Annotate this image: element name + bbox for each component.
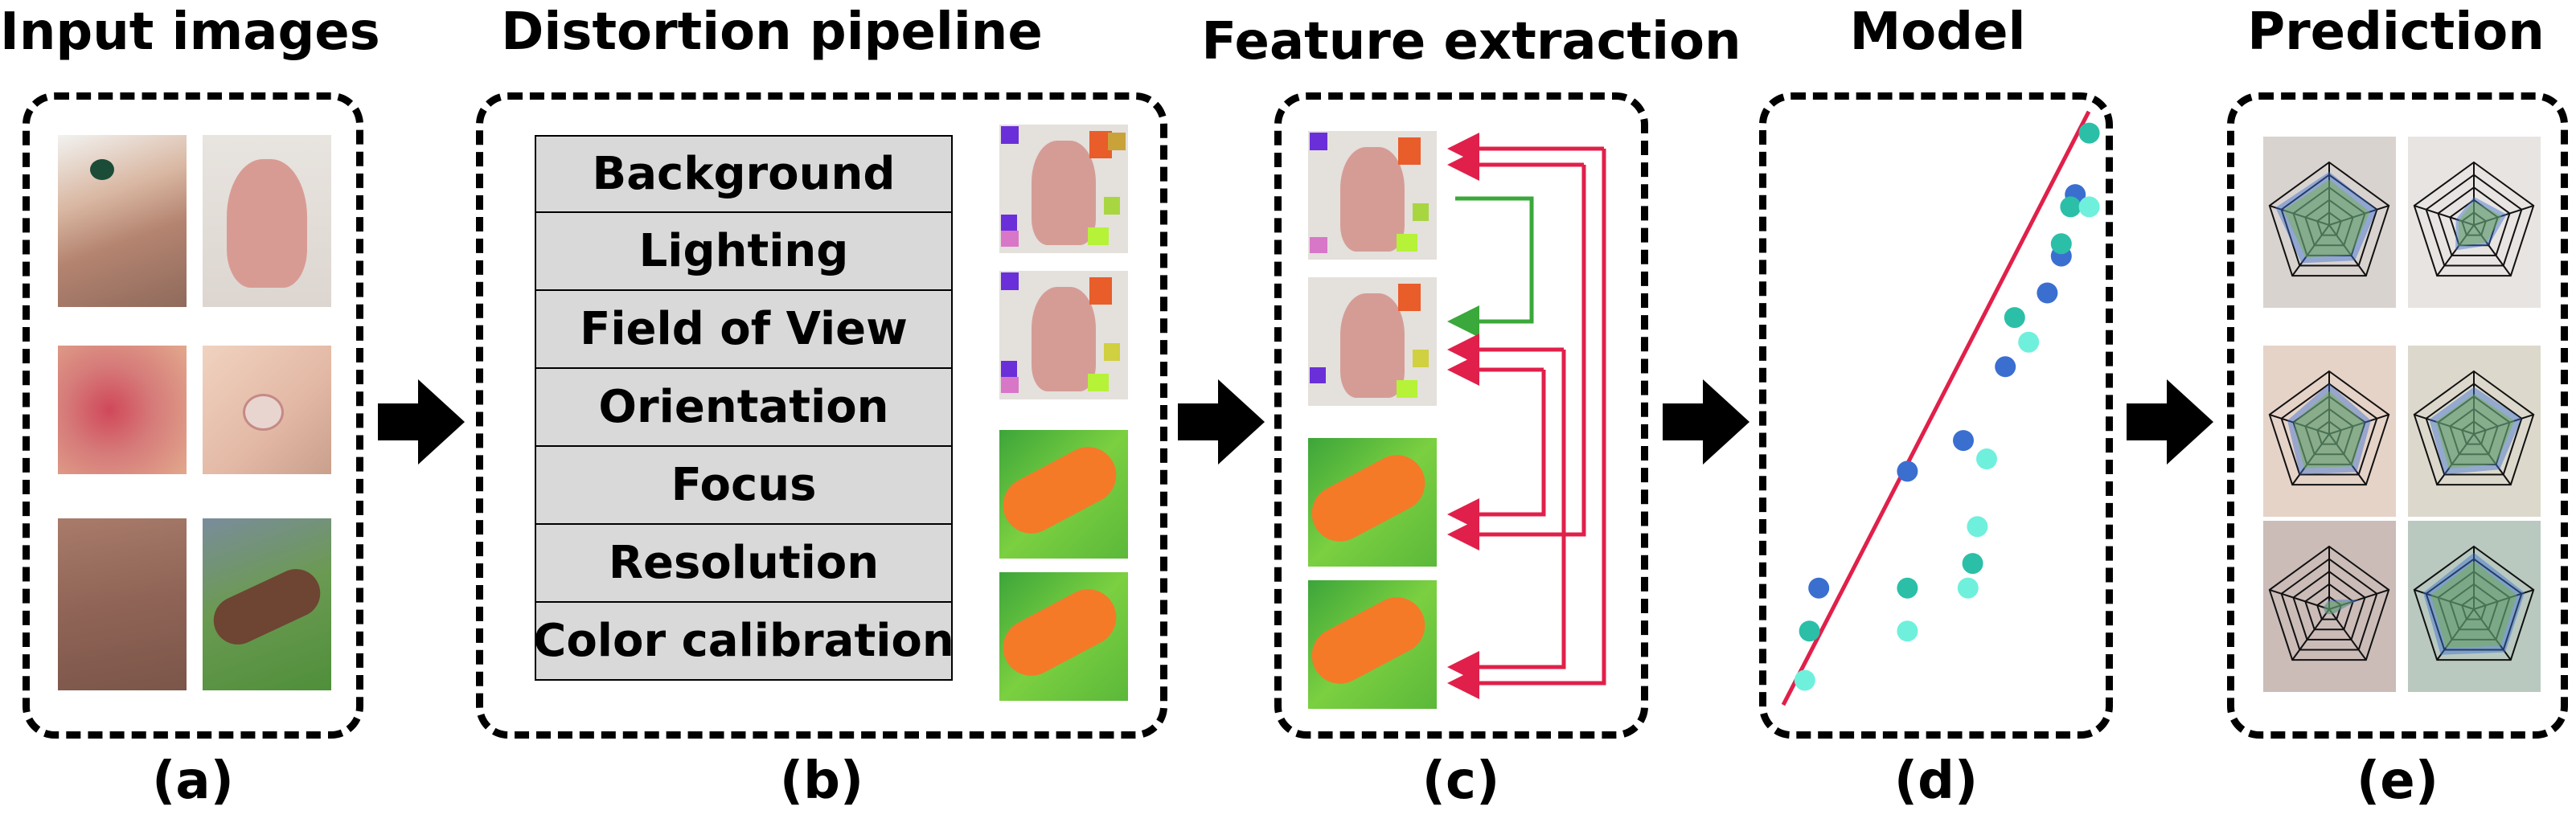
distortion-field-of-view: Field of View bbox=[535, 291, 953, 369]
scatter-point-blue bbox=[1808, 577, 1830, 599]
prediction-radar-1 bbox=[2263, 137, 2396, 308]
scatter-point-teal bbox=[2060, 196, 2082, 218]
scatter-point-teal bbox=[1897, 577, 1918, 599]
connector-red-1 bbox=[1447, 149, 1606, 699]
scatter-point-teal bbox=[2050, 233, 2072, 255]
fit-line bbox=[1781, 110, 2091, 706]
prediction-radar-5 bbox=[2263, 521, 2396, 692]
sublabel-e: (e) bbox=[2357, 751, 2439, 811]
feature-image-4 bbox=[1308, 580, 1437, 709]
input-image-lesion bbox=[203, 346, 331, 474]
feature-connectors bbox=[1447, 133, 1606, 699]
distortion-resolution: Resolution bbox=[535, 525, 953, 603]
feature-image-3 bbox=[1308, 438, 1437, 567]
connector-green bbox=[1447, 196, 1534, 338]
distortion-table: Background Lighting Field of View Orient… bbox=[533, 135, 954, 681]
scatter-point-teal bbox=[2004, 307, 2025, 329]
input-image-palm bbox=[203, 135, 331, 307]
distortion-background: Background bbox=[535, 135, 953, 213]
scatter-point-cyan bbox=[1897, 620, 1918, 642]
sublabel-b: (b) bbox=[779, 751, 864, 811]
flow-arrow-4 bbox=[2127, 379, 2213, 465]
scatter-point-blue bbox=[1995, 356, 2016, 378]
prediction-radar-6 bbox=[2408, 521, 2541, 692]
distorted-image-background-2 bbox=[999, 271, 1128, 399]
distortion-focus: Focus bbox=[535, 447, 953, 525]
input-image-rash bbox=[58, 346, 187, 474]
flow-arrow-3 bbox=[1663, 379, 1749, 465]
scatter-point-blue bbox=[1897, 461, 1918, 482]
model-scatter-plot bbox=[1781, 110, 2100, 706]
input-image-dark-hand bbox=[203, 518, 331, 690]
title-feature-extraction: Feature extraction bbox=[1201, 12, 1741, 72]
prediction-radar-2 bbox=[2408, 137, 2541, 308]
distortion-color-calibration: Color calibration bbox=[533, 603, 954, 681]
sublabel-c: (c) bbox=[1421, 751, 1500, 811]
flow-arrow-2 bbox=[1178, 379, 1265, 465]
title-input-images: Input images bbox=[0, 2, 380, 62]
panel-prediction bbox=[2227, 92, 2568, 739]
panel-model bbox=[1759, 92, 2113, 739]
panel-distortion-pipeline bbox=[476, 92, 1167, 739]
distortion-orientation: Orientation bbox=[535, 369, 953, 447]
distorted-image-background-1 bbox=[999, 125, 1128, 253]
sublabel-d: (d) bbox=[1893, 751, 1979, 811]
scatter-point-cyan bbox=[1957, 577, 1979, 599]
title-prediction: Prediction bbox=[2247, 2, 2545, 62]
scatter-point-teal bbox=[1799, 620, 1820, 642]
title-distortion-pipeline: Distortion pipeline bbox=[501, 2, 1043, 62]
connector-red-3 bbox=[1447, 165, 1586, 551]
scatter-point-cyan bbox=[1794, 669, 1815, 691]
scatter-point-teal bbox=[1962, 553, 1983, 575]
input-image-foot bbox=[58, 135, 187, 307]
distorted-image-color-2 bbox=[999, 572, 1128, 701]
scatter-point-cyan bbox=[1967, 516, 1988, 538]
scatter-point-cyan bbox=[1976, 448, 1997, 470]
scatter-point-teal bbox=[2078, 122, 2100, 144]
prediction-radar-3 bbox=[2263, 346, 2396, 517]
panel-input-images bbox=[23, 92, 363, 739]
sublabel-a: (a) bbox=[152, 751, 234, 811]
title-model: Model bbox=[1849, 2, 2026, 62]
scatter-point-cyan bbox=[2018, 331, 2040, 353]
flow-arrow-1 bbox=[378, 379, 465, 465]
connector-red-7 bbox=[1447, 370, 1546, 530]
distortion-lighting: Lighting bbox=[535, 213, 953, 291]
feature-image-2 bbox=[1308, 277, 1437, 406]
scatter-point-cyan bbox=[2078, 196, 2100, 218]
prediction-radar-4 bbox=[2408, 346, 2541, 517]
distorted-image-color-1 bbox=[999, 430, 1128, 559]
feature-image-1 bbox=[1308, 131, 1437, 260]
scatter-point-blue bbox=[2037, 282, 2058, 304]
connector-red-5 bbox=[1447, 350, 1566, 683]
scatter-point-blue bbox=[1953, 430, 1974, 452]
panel-feature-extraction bbox=[1274, 92, 1648, 739]
input-image-leg bbox=[58, 518, 187, 690]
